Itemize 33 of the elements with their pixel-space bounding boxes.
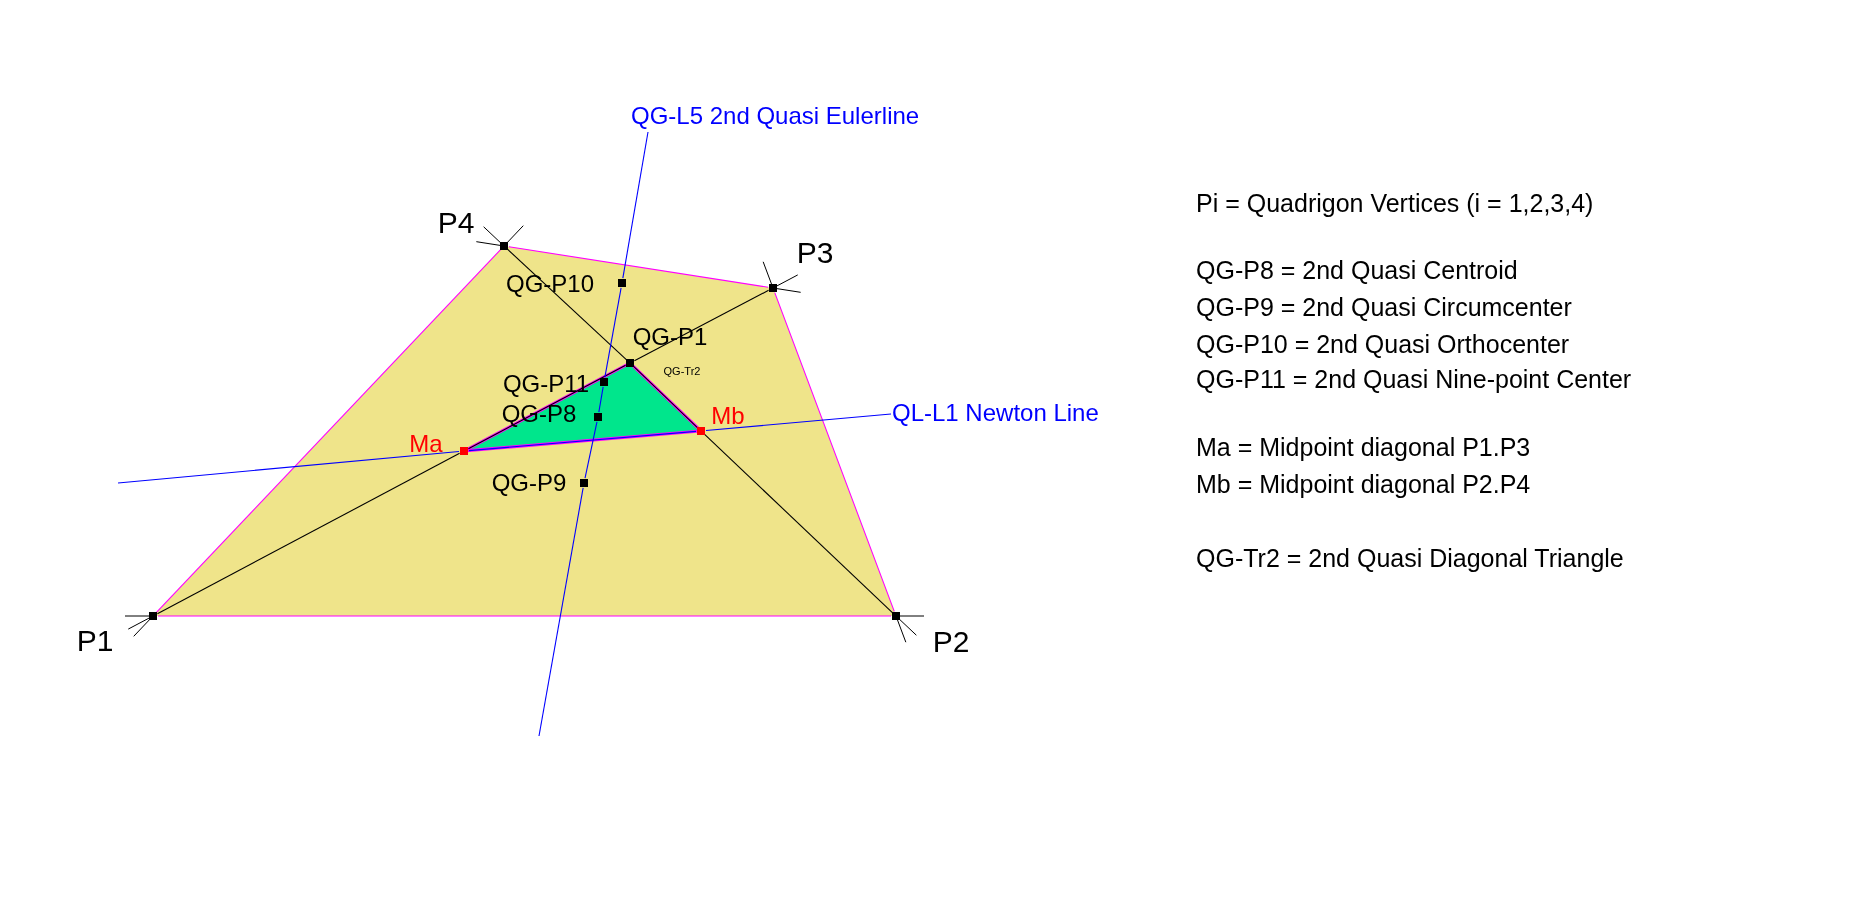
line-segment: [774, 292, 895, 612]
line-segment: [117, 450, 460, 484]
line-segment: [157, 615, 892, 617]
line-segment: [467, 364, 627, 450]
definition-text: QG-P9 = 2nd Quasi Circumcenter: [1196, 295, 1572, 320]
line-segment: [704, 433, 893, 614]
line-segment: [622, 131, 649, 279]
point-label: QG-P9: [491, 471, 567, 495]
definition-text: QG-P10 = 2nd Quasi Orthocenter: [1196, 332, 1570, 357]
point-label: Mb: [711, 404, 745, 428]
line-segment: [156, 452, 461, 615]
definition-text: QG-P11 = 2nd Quasi Nine-point Center: [1196, 367, 1632, 392]
point-label: P1: [76, 626, 114, 656]
point-label: P3: [796, 238, 834, 268]
point-label: P2: [932, 627, 970, 657]
definition-text: Pi = Quadrigon Vertices (i = 1,2,3,4): [1196, 191, 1594, 216]
line-segment: [538, 487, 584, 737]
triangle-label: QG-Tr2: [663, 365, 701, 377]
point-label: QG-P11: [502, 372, 590, 396]
definition-text: Ma = Midpoint diagonal P1.P3: [1196, 435, 1531, 460]
definition-text: Mb = Midpoint diagonal P2.P4: [1196, 472, 1531, 497]
line-segment: [705, 413, 892, 432]
line-name-label: QL-L1 Newton Line: [892, 401, 1099, 425]
line-segment: [468, 430, 697, 452]
point-label: P4: [437, 208, 475, 238]
definition-text: QG-Tr2 = 2nd Quasi Diagonal Triangle: [1196, 546, 1624, 571]
line-segment: [584, 421, 598, 479]
point-label: Ma: [409, 432, 443, 456]
line-segment: [598, 386, 604, 413]
definition-text: QG-P8 = 2nd Quasi Centroid: [1196, 258, 1518, 283]
line-segment: [633, 365, 698, 429]
line-segment: [155, 249, 502, 613]
line-name-label: QG-L5 2nd Quasi Eulerline: [631, 104, 920, 128]
